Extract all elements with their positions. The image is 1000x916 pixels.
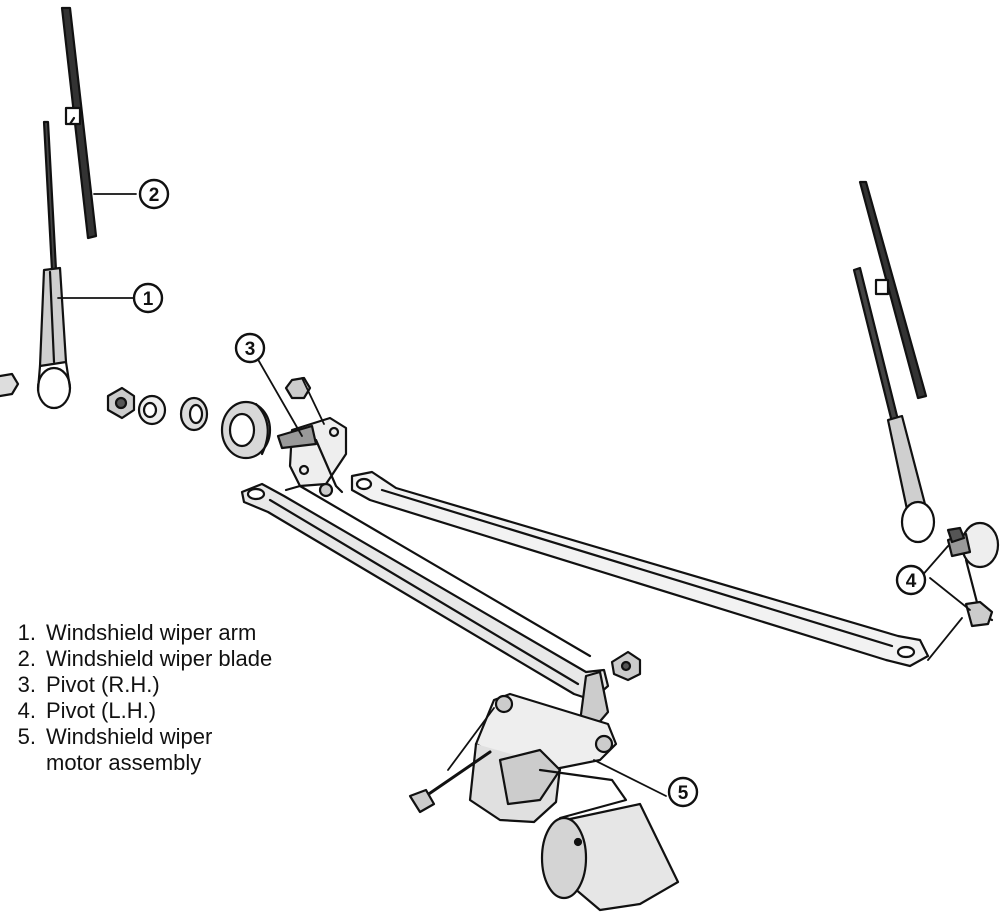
- legend-number: 4.: [17, 698, 36, 723]
- short-linkage-rod: [240, 482, 610, 728]
- callout-circle-5: [667, 776, 699, 808]
- callout-label-1: 1: [143, 289, 154, 310]
- wiper-motor-assembly: [408, 692, 680, 912]
- callout-circle-4: [895, 564, 927, 596]
- callout-circle-1: [132, 282, 164, 314]
- legend-text: Windshield wiper blade: [46, 646, 273, 671]
- pivot-hardware-row: [106, 386, 272, 460]
- parts-legend: 1. Windshield wiper arm 2. Windshield wi…: [6, 620, 273, 776]
- right-wiper-arm: [852, 266, 936, 544]
- legend-item: 1. Windshield wiper arm: [6, 620, 272, 646]
- far-left-nut: [0, 372, 20, 398]
- right-wiper-blade: [858, 180, 928, 400]
- legend-item: 5. Windshield wiper motor assembly: [6, 724, 272, 776]
- legend-text: Pivot (L.H.): [46, 698, 157, 723]
- legend-text: Pivot (R.H.): [46, 672, 160, 697]
- legend-number: 3.: [17, 672, 36, 697]
- legend-number: 2.: [17, 646, 36, 671]
- callout-label-4: 4: [906, 571, 917, 592]
- callout-label-3: 3: [245, 339, 256, 360]
- callout-circle-2: [138, 178, 170, 210]
- legend-text: Windshield wiper motor assembly: [46, 724, 213, 775]
- callout-label-2: 2: [149, 185, 160, 206]
- legend-number: 5.: [17, 724, 36, 749]
- left-wiper-blade: [60, 6, 98, 240]
- motor-linkage-nut: [610, 650, 642, 682]
- legend-text: Windshield wiper arm: [46, 620, 257, 645]
- leader-lines: [57, 193, 971, 797]
- callout-circle-3: [234, 332, 266, 364]
- left-wiper-arm: [36, 120, 72, 410]
- legend-item: 4. Pivot (L.H.): [6, 698, 272, 724]
- legend-item: 2. Windshield wiper blade: [6, 646, 273, 672]
- pivot-rh: [276, 376, 348, 498]
- callout-label-5: 5: [678, 783, 689, 804]
- pivot-lh: [946, 521, 1000, 628]
- long-linkage-rod: [350, 470, 930, 668]
- legend-item: 3. Pivot (R.H.): [6, 672, 272, 698]
- legend-number: 1.: [17, 620, 36, 645]
